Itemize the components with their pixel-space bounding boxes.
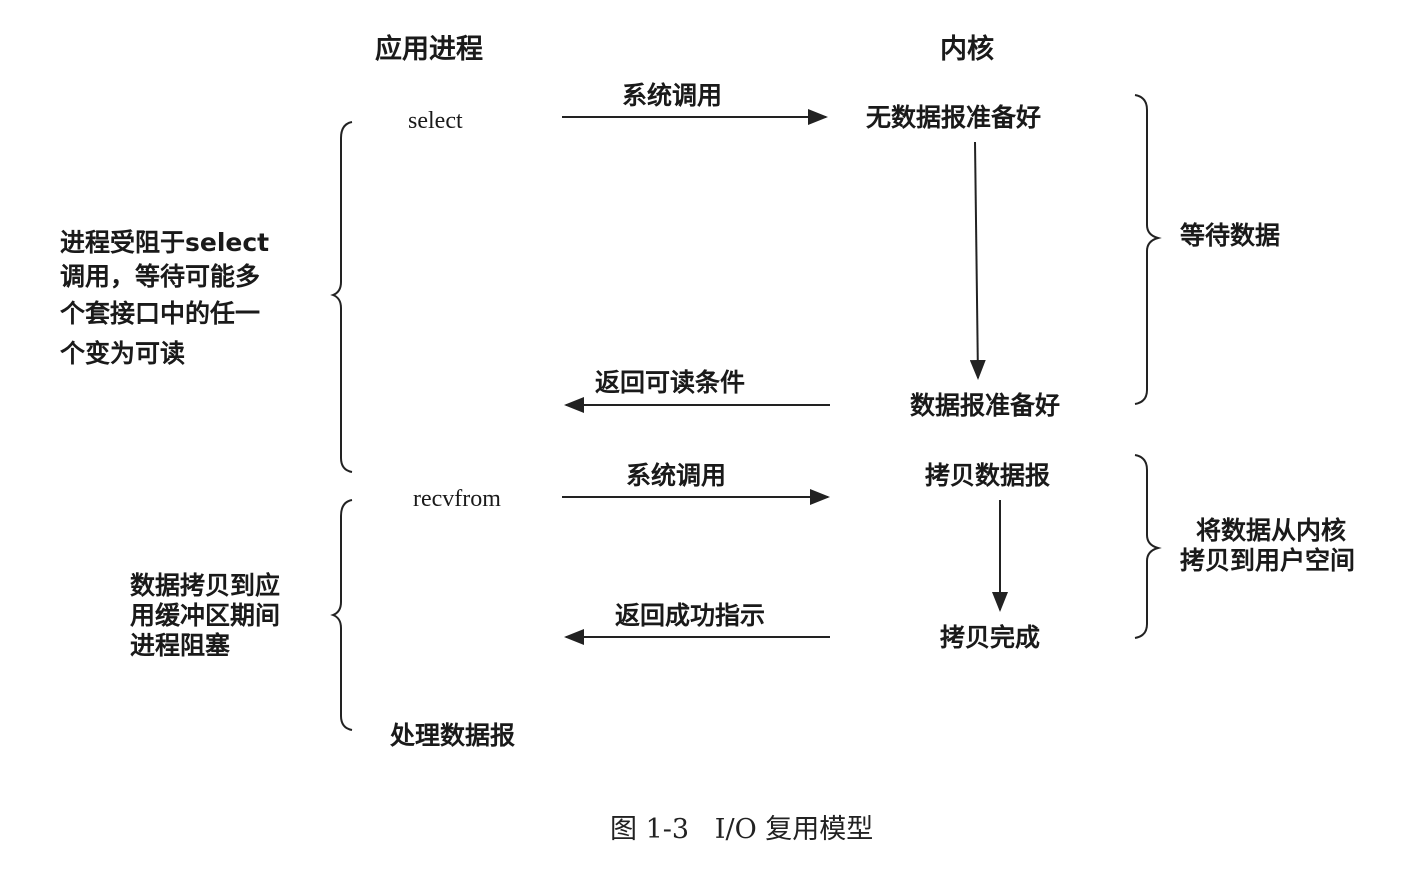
blocked-select-line: 个变为可读 bbox=[60, 339, 185, 368]
syscall-label-2: 系统调用 bbox=[626, 461, 726, 490]
kernel-header: 内核 bbox=[940, 33, 994, 65]
blocked-select-line: 个套接口中的任一 bbox=[60, 299, 260, 328]
handle-datagram: 处理数据报 bbox=[389, 721, 515, 750]
blocked-copy-line: 数据拷贝到应 bbox=[130, 571, 280, 600]
syscall-label-1: 系统调用 bbox=[622, 81, 722, 110]
select-call: select bbox=[408, 108, 463, 134]
blocked-select-line: 进程受阻于select bbox=[60, 228, 269, 257]
recvfrom-call: recvfrom bbox=[413, 486, 501, 512]
copy-label-line: 拷贝到用户空间 bbox=[1180, 546, 1355, 575]
kernel-copy-done: 拷贝完成 bbox=[940, 623, 1040, 652]
select-block-brace bbox=[330, 121, 353, 473]
kernel-no-data: 无数据报准备好 bbox=[866, 103, 1041, 132]
return-readable-label: 返回可读条件 bbox=[595, 368, 745, 397]
kernel-copying: 拷贝数据报 bbox=[925, 461, 1050, 490]
blocked-copy-line: 进程阻塞 bbox=[130, 631, 230, 660]
wait-brace bbox=[1134, 94, 1162, 405]
copy-brace bbox=[1134, 454, 1162, 639]
figure-caption: 图 1-3 I/O 复用模型 bbox=[610, 814, 873, 845]
copy-block-brace bbox=[330, 499, 353, 731]
copy-label-line: 将数据从内核 bbox=[1196, 516, 1346, 545]
kernel-data-ready: 数据报准备好 bbox=[910, 391, 1060, 420]
process-header: 应用进程 bbox=[375, 33, 483, 65]
return-success-label: 返回成功指示 bbox=[615, 601, 765, 630]
wait-arrow bbox=[969, 141, 986, 380]
blocked-copy-line: 用缓冲区期间 bbox=[130, 601, 280, 630]
wait-data-label: 等待数据 bbox=[1180, 221, 1280, 250]
blocked-select-line: 调用，等待可能多 bbox=[60, 262, 260, 291]
